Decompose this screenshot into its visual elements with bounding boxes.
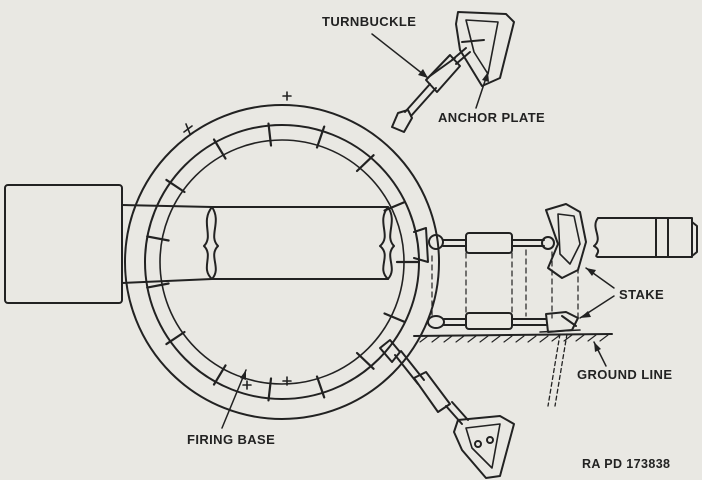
- figure-reference-number: RA PD 173838: [582, 457, 671, 471]
- leader-lines: [221, 33, 615, 429]
- trail-block-left: [4, 184, 213, 304]
- ground-line: [413, 333, 613, 343]
- label-anchor-plate: ANCHOR PLATE: [438, 110, 546, 125]
- leader-arrowheads: [240, 69, 601, 380]
- label-firing-base: FIRING BASE: [187, 432, 276, 447]
- ring-segment-ribs: [146, 122, 421, 402]
- lower-turnbuckle-assembly: [379, 339, 515, 479]
- ring-bolts: [183, 91, 292, 390]
- gun-tube: [211, 206, 395, 280]
- projection-lines: [431, 249, 579, 319]
- label-stake: STAKE: [619, 287, 665, 302]
- firing-base-ring: [124, 91, 440, 420]
- stake-buried: [547, 333, 568, 407]
- trail-block-right: [593, 217, 698, 258]
- label-ground-line: GROUND LINE: [577, 367, 673, 382]
- label-turnbuckle: TURNBUCKLE: [322, 14, 417, 29]
- right-turnbuckle-side: [427, 311, 581, 333]
- upper-turnbuckle-assembly: [391, 11, 515, 133]
